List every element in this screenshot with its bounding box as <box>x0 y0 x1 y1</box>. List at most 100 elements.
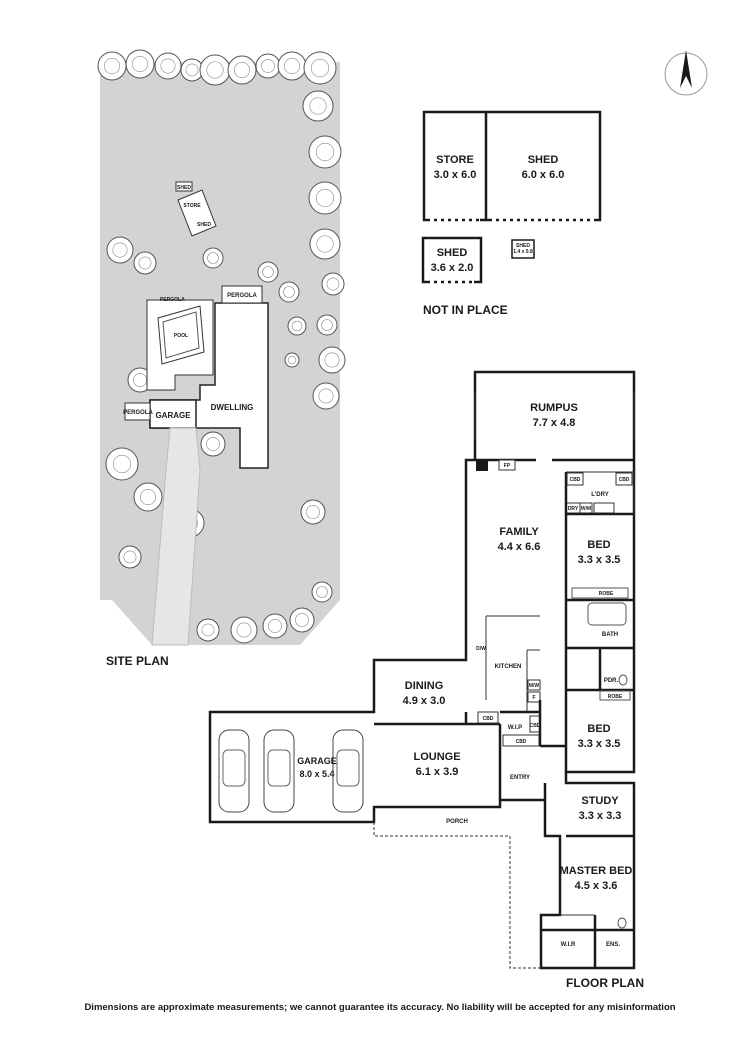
site-plan: SHED STORE SHED PERGOLA POOL PERGOLA GAR… <box>97 49 346 668</box>
tree-icon-inner <box>310 58 330 78</box>
tree-icon-inner <box>132 55 149 72</box>
tree-icon-inner <box>287 355 297 365</box>
site-pergola-pool-label: PERGOLA <box>160 297 185 303</box>
shed-name: SHED <box>528 154 559 166</box>
tree-icon-inner <box>315 188 335 208</box>
site-garage-label: GARAGE <box>155 411 191 420</box>
bed2-name: BED <box>587 723 610 735</box>
store-name: STORE <box>436 154 474 166</box>
tree-icon <box>154 52 182 80</box>
tree-icon <box>278 281 300 303</box>
tree-icon-inner <box>140 488 157 505</box>
tree-icon <box>118 545 142 569</box>
master-name: MASTER BED <box>560 865 633 877</box>
tree-icon <box>106 236 134 264</box>
tree-icon <box>196 618 220 642</box>
tree-icon <box>300 499 326 525</box>
tree-icon-inner <box>306 505 320 519</box>
tree-icon-inner <box>324 352 340 368</box>
tree-icon-inner <box>138 256 152 270</box>
tree-icon-inner <box>318 388 334 404</box>
ens-label: ENS. <box>606 942 620 948</box>
not-in-place-label: NOT IN PLACE <box>423 303 508 317</box>
tree-icon-inner <box>261 59 275 73</box>
tree-icon-inner <box>316 235 334 253</box>
lounge-dim: 6.1 x 3.9 <box>416 766 459 778</box>
car-roof-icon <box>267 749 291 787</box>
cbd-ldry-2: CBD <box>619 477 630 483</box>
tree-icon <box>303 51 337 85</box>
site-shed-small-label: SHED <box>177 185 191 191</box>
tree-icon-inner <box>201 623 215 637</box>
north-arrow-icon <box>664 50 708 96</box>
tree-icon <box>321 272 345 296</box>
garage-dim: 8.0 x 5.4 <box>299 769 334 779</box>
garage-name: GARAGE <box>297 756 337 766</box>
tree-icon-inner <box>262 266 274 278</box>
tree-icon-inner <box>283 286 295 298</box>
mw-label: M/W <box>529 683 540 689</box>
tree-icon-inner <box>206 437 220 451</box>
shed2-name: SHED <box>437 247 468 259</box>
ldry-label: L'DRY <box>591 492 609 498</box>
bed1-name: BED <box>587 539 610 551</box>
tree-icon <box>318 346 346 374</box>
tree-icon-inner <box>315 142 335 162</box>
dry-label: DRY <box>568 506 579 512</box>
cbd-ldry-1: CBD <box>570 477 581 483</box>
wir-label: W.I.R <box>561 942 576 948</box>
dining-dim: 4.9 x 3.0 <box>403 695 446 707</box>
tree-icon-inner <box>321 319 333 331</box>
tree-icon <box>255 53 281 79</box>
tree-icon <box>133 251 157 275</box>
site-dwelling-label: DWELLING <box>211 403 254 412</box>
tree-icon <box>308 135 342 169</box>
car-icons <box>218 729 364 813</box>
tree-icon <box>277 51 307 81</box>
rumpus-name: RUMPUS <box>530 402 578 414</box>
tree-icon-inner <box>291 320 303 332</box>
car-roof-icon <box>222 749 246 787</box>
tree-icon <box>287 316 307 336</box>
bed2-dim: 3.3 x 3.5 <box>578 738 621 750</box>
tree-icon <box>316 314 338 336</box>
dining-name: DINING <box>405 680 444 692</box>
tree-icon <box>199 54 231 86</box>
site-pergola-top-label: PERGOLA <box>227 293 257 299</box>
tree-icon <box>133 482 163 512</box>
master-dim: 4.5 x 3.6 <box>575 880 618 892</box>
tree-icon-inner <box>309 97 327 115</box>
car-roof-icon <box>336 749 360 787</box>
dw-label: D/W <box>476 646 486 652</box>
tree-icon <box>284 352 300 368</box>
tree-icon-inner <box>234 61 251 78</box>
site-plan-title: SITE PLAN <box>106 654 169 668</box>
tree-icon <box>312 382 340 410</box>
kitchen-label: KITCHEN <box>495 664 522 670</box>
tree-icon <box>202 247 224 269</box>
bed1-dim: 3.3 x 3.5 <box>578 554 621 566</box>
wm-label: W/M <box>581 506 591 512</box>
tree-icon <box>289 607 315 633</box>
tree-icon-inner <box>236 622 252 638</box>
bath-label: BATH <box>602 632 618 638</box>
tree-icon <box>227 55 257 85</box>
shed3-dim: 1.4 x 0.8 <box>513 249 533 255</box>
study-dim: 3.3 x 3.3 <box>579 810 622 822</box>
site-shed-label: SHED <box>197 222 211 228</box>
tree-icon <box>125 49 155 79</box>
tree-icon <box>302 90 334 122</box>
tree-icon-inner <box>295 613 309 627</box>
tree-icon-inner <box>206 61 224 79</box>
floor-plan-title: FLOOR PLAN <box>566 976 644 990</box>
shed2-dim: 3.6 x 2.0 <box>431 262 474 274</box>
tree-icon-inner <box>104 57 121 74</box>
site-pergola-left-label: PERGOLA <box>123 410 153 416</box>
tree-icon <box>97 51 127 81</box>
robe2-label: ROBE <box>608 694 623 700</box>
floor-plan: FP CBD CBD L'DRY DRY W/M ROBE BATH PDR. … <box>208 370 644 990</box>
tree-icon-inner <box>160 58 176 74</box>
tree-icon-inner <box>316 586 328 598</box>
family-name: FAMILY <box>499 526 539 538</box>
tree-icon <box>311 581 333 603</box>
